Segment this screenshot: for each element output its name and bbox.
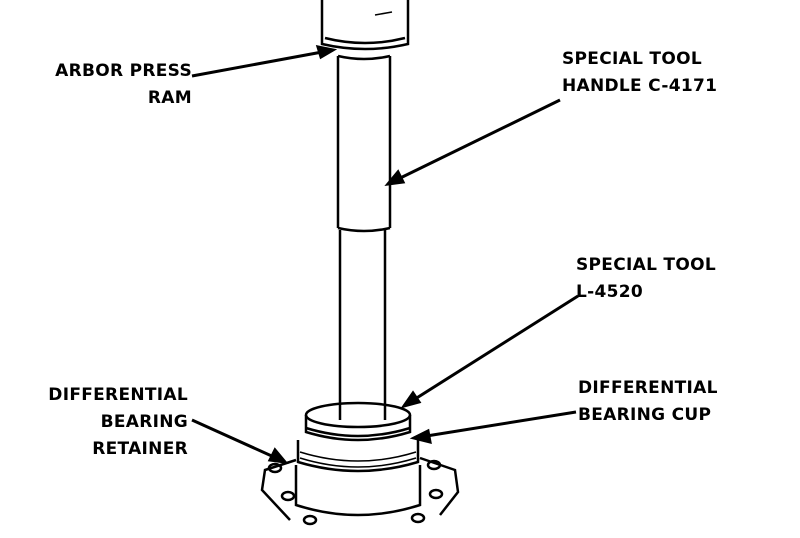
label-line: BEARING CUP [578, 405, 712, 425]
label-tool: SPECIAL TOOL L-4520 [576, 252, 716, 306]
label-cup: DIFFERENTIAL BEARING CUP [578, 375, 718, 429]
label-retainer: DIFFERENTIAL BEARING RETAINER [20, 382, 188, 463]
label-line: HANDLE C-4171 [562, 76, 718, 96]
label-line: DIFFERENTIAL [578, 378, 718, 398]
label-line: SPECIAL TOOL [562, 49, 702, 69]
label-line: BEARING [100, 412, 188, 432]
arbor-press-ram [320, 0, 410, 51]
tool-disc [304, 401, 412, 442]
label-arbor-press-ram: ARBOR PRESS RAM [20, 58, 192, 112]
label-line: SPECIAL TOOL [576, 255, 716, 275]
label-line: RETAINER [92, 439, 188, 459]
label-line: RAM [147, 88, 192, 108]
bearing-retainer [260, 456, 460, 526]
label-line: ARBOR PRESS [55, 61, 192, 81]
bearing-cup [296, 440, 420, 473]
label-handle: SPECIAL TOOL HANDLE C-4171 [562, 46, 717, 100]
leader-lines [191, 45, 579, 464]
label-line: DIFFERENTIAL [48, 385, 188, 405]
tool-handle [336, 54, 392, 420]
label-line: L-4520 [576, 282, 644, 302]
